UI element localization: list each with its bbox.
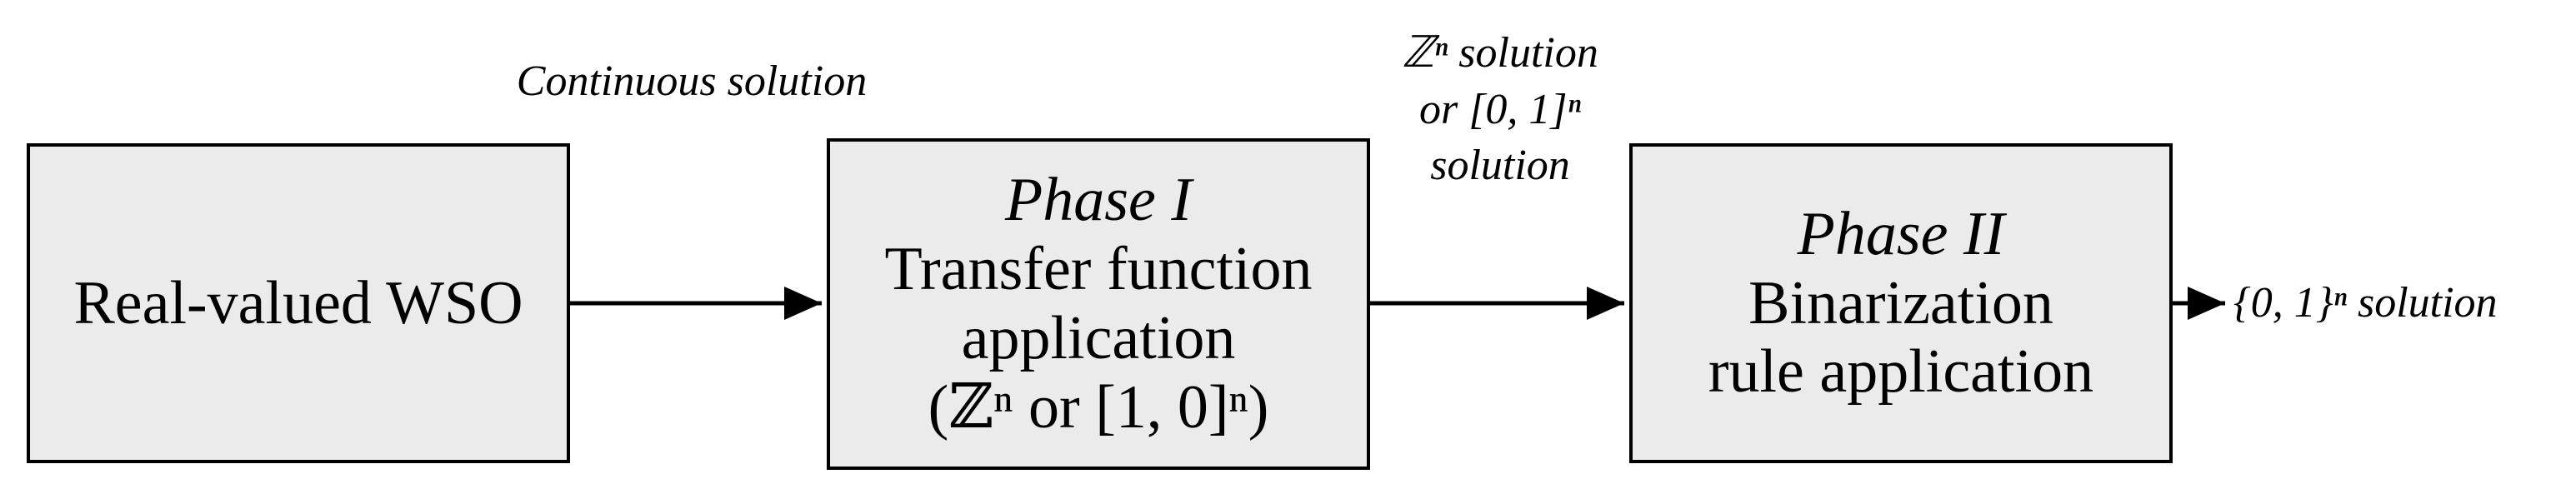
- zn-solution-line-2: or [0, 1]ⁿ: [1418, 85, 1582, 133]
- phase-2-line-1: Binarization: [1748, 268, 2053, 337]
- binary-solution-label: {0, 1}ⁿ solution: [2233, 279, 2498, 327]
- real-valued-wso-box: Real-valued WSO: [27, 143, 570, 463]
- phase-1-line-2: application: [961, 304, 1236, 372]
- phase-1-title: Phase I: [1005, 166, 1192, 235]
- zn-solution-line-1: ℤⁿ solution: [1402, 29, 1598, 77]
- phase-1-line-1: Transfer function: [884, 235, 1313, 304]
- phase-1-line-3: (ℤⁿ or [1, 0]ⁿ): [928, 372, 1269, 442]
- zn-solution-line-3: solution: [1430, 142, 1570, 190]
- real-valued-wso-label: Real-valued WSO: [73, 268, 523, 337]
- phase-2-box: Phase II Binarization rule application: [1629, 143, 2173, 463]
- phase-2-line-2: rule application: [1708, 337, 2094, 407]
- phase-2-title: Phase II: [1797, 199, 2005, 268]
- phase-1-box: Phase I Transfer function application (ℤ…: [827, 138, 1370, 470]
- zn-solution-label: ℤⁿ solution or [0, 1]ⁿ solution: [1358, 25, 1642, 194]
- continuous-solution-label: Continuous solution: [516, 57, 868, 105]
